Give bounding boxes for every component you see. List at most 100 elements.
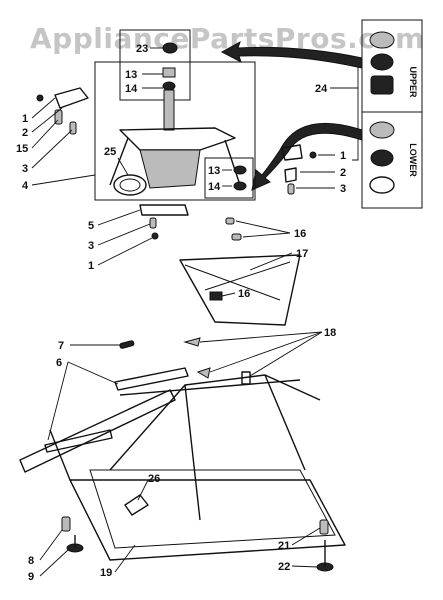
callout-21: 21 [278, 540, 290, 552]
clip-7 [119, 340, 135, 349]
side-rail-post [49, 429, 71, 481]
clip-16-b [231, 233, 242, 241]
lower-washer [369, 176, 395, 194]
callout-7: 7 [58, 340, 64, 352]
bearing-inset: UPPER LOWER [330, 19, 423, 209]
clip-16-a [225, 217, 235, 225]
left-bracket-parts [36, 87, 89, 135]
mid-frame [179, 217, 301, 326]
base-frame [19, 374, 346, 572]
bracket-clip-left [54, 87, 89, 109]
seal-ring-25 [113, 174, 147, 196]
callout-22: 22 [278, 561, 290, 573]
seal-ring-25-inner [119, 178, 141, 192]
side-rail-left [19, 389, 176, 473]
clip-18-b [196, 367, 211, 379]
upper-ring [370, 53, 394, 71]
rail-6-upper [114, 367, 189, 391]
gear-case-body [139, 149, 201, 189]
rail-parts [44, 337, 251, 453]
case-leg-right [224, 139, 241, 186]
callout-23: 23 [136, 43, 148, 55]
callout-17: 17 [296, 248, 308, 260]
callout-5: 5 [88, 220, 94, 232]
callout-4: 4 [22, 180, 29, 192]
mount-bracket-5 [139, 204, 189, 216]
screw-1-right [309, 151, 317, 159]
part-14-top [162, 81, 176, 91]
upper-bearing [370, 75, 394, 95]
leg-8 [61, 516, 71, 532]
callout-24: 24 [315, 83, 328, 95]
callout-19: 19 [100, 567, 112, 579]
pin-3-mount [149, 217, 157, 229]
arrow-lower [251, 122, 363, 191]
transmission-assembly [94, 29, 256, 201]
upper-seal [369, 31, 395, 49]
callout-14-top: 14 [125, 83, 138, 95]
pin-3-left [69, 121, 77, 135]
screw-1-left [36, 94, 44, 102]
callout-16-lower: 16 [238, 288, 250, 300]
callout-16-top: 16 [294, 228, 306, 240]
mid-frame-17 [179, 254, 301, 326]
callout-1-left: 1 [22, 113, 28, 125]
detail-box-lower [204, 157, 254, 199]
callout-3-mount: 3 [88, 240, 94, 252]
bracket-24 [352, 61, 359, 161]
callout-8: 8 [28, 555, 34, 567]
screw-1-mount [151, 232, 159, 240]
cross-leg-front [184, 384, 201, 521]
cross-leg-right [264, 374, 321, 401]
rail-6-lower [44, 429, 113, 453]
pin-3-right [287, 183, 295, 195]
clip-26 [124, 494, 149, 516]
bracket-clip-right [281, 144, 303, 161]
case-leg-left [109, 137, 129, 186]
callout-26: 26 [148, 473, 160, 485]
mount-bracket-parts [139, 204, 189, 240]
callout-18: 18 [324, 327, 336, 339]
agitator-shaft [163, 89, 175, 131]
inset-frame [361, 19, 423, 209]
base-frame-19 [69, 479, 346, 561]
right-bracket-parts [281, 144, 317, 195]
callout-3-right: 3 [340, 183, 346, 195]
callout-9: 9 [28, 571, 34, 583]
assembly-frame [94, 61, 256, 201]
callout-1-right: 1 [340, 150, 346, 162]
lower-bearing [370, 149, 394, 167]
callout-15: 15 [16, 143, 28, 155]
leg-21 [319, 519, 329, 535]
clip-18-c [241, 371, 251, 385]
arrow-upper [220, 40, 363, 69]
lower-label: LOWER [408, 143, 418, 177]
leader-lines [31, 47, 335, 577]
mid-frame-brace-b [204, 261, 291, 291]
detail-box-top [119, 29, 191, 101]
callout-25: 25 [104, 146, 116, 158]
part-14-lower [233, 181, 247, 191]
gear-case-top [119, 127, 236, 151]
callout-2-right: 2 [340, 167, 346, 179]
clip-2-right [284, 167, 297, 183]
callout-labels: 23 13 14 24 1 2 15 3 4 25 13 14 1 2 3 5 … [16, 43, 346, 583]
part-13-top [162, 67, 176, 78]
upper-label: UPPER [408, 66, 418, 98]
callout-13-top: 13 [125, 69, 137, 81]
back-rail [119, 379, 301, 396]
base-frame-inner [89, 469, 336, 549]
bushing-15 [54, 109, 63, 125]
callout-13-lower: 13 [208, 165, 220, 177]
part-13-lower [233, 165, 247, 175]
cross-support [109, 374, 306, 471]
callout-3-left: 3 [22, 163, 28, 175]
callout-2-left: 2 [22, 127, 28, 139]
callout-1-mount: 1 [88, 260, 94, 272]
clip-16-c [209, 291, 223, 301]
lower-ring [369, 121, 395, 139]
clip-18-a [183, 337, 201, 347]
part-23 [162, 42, 178, 54]
